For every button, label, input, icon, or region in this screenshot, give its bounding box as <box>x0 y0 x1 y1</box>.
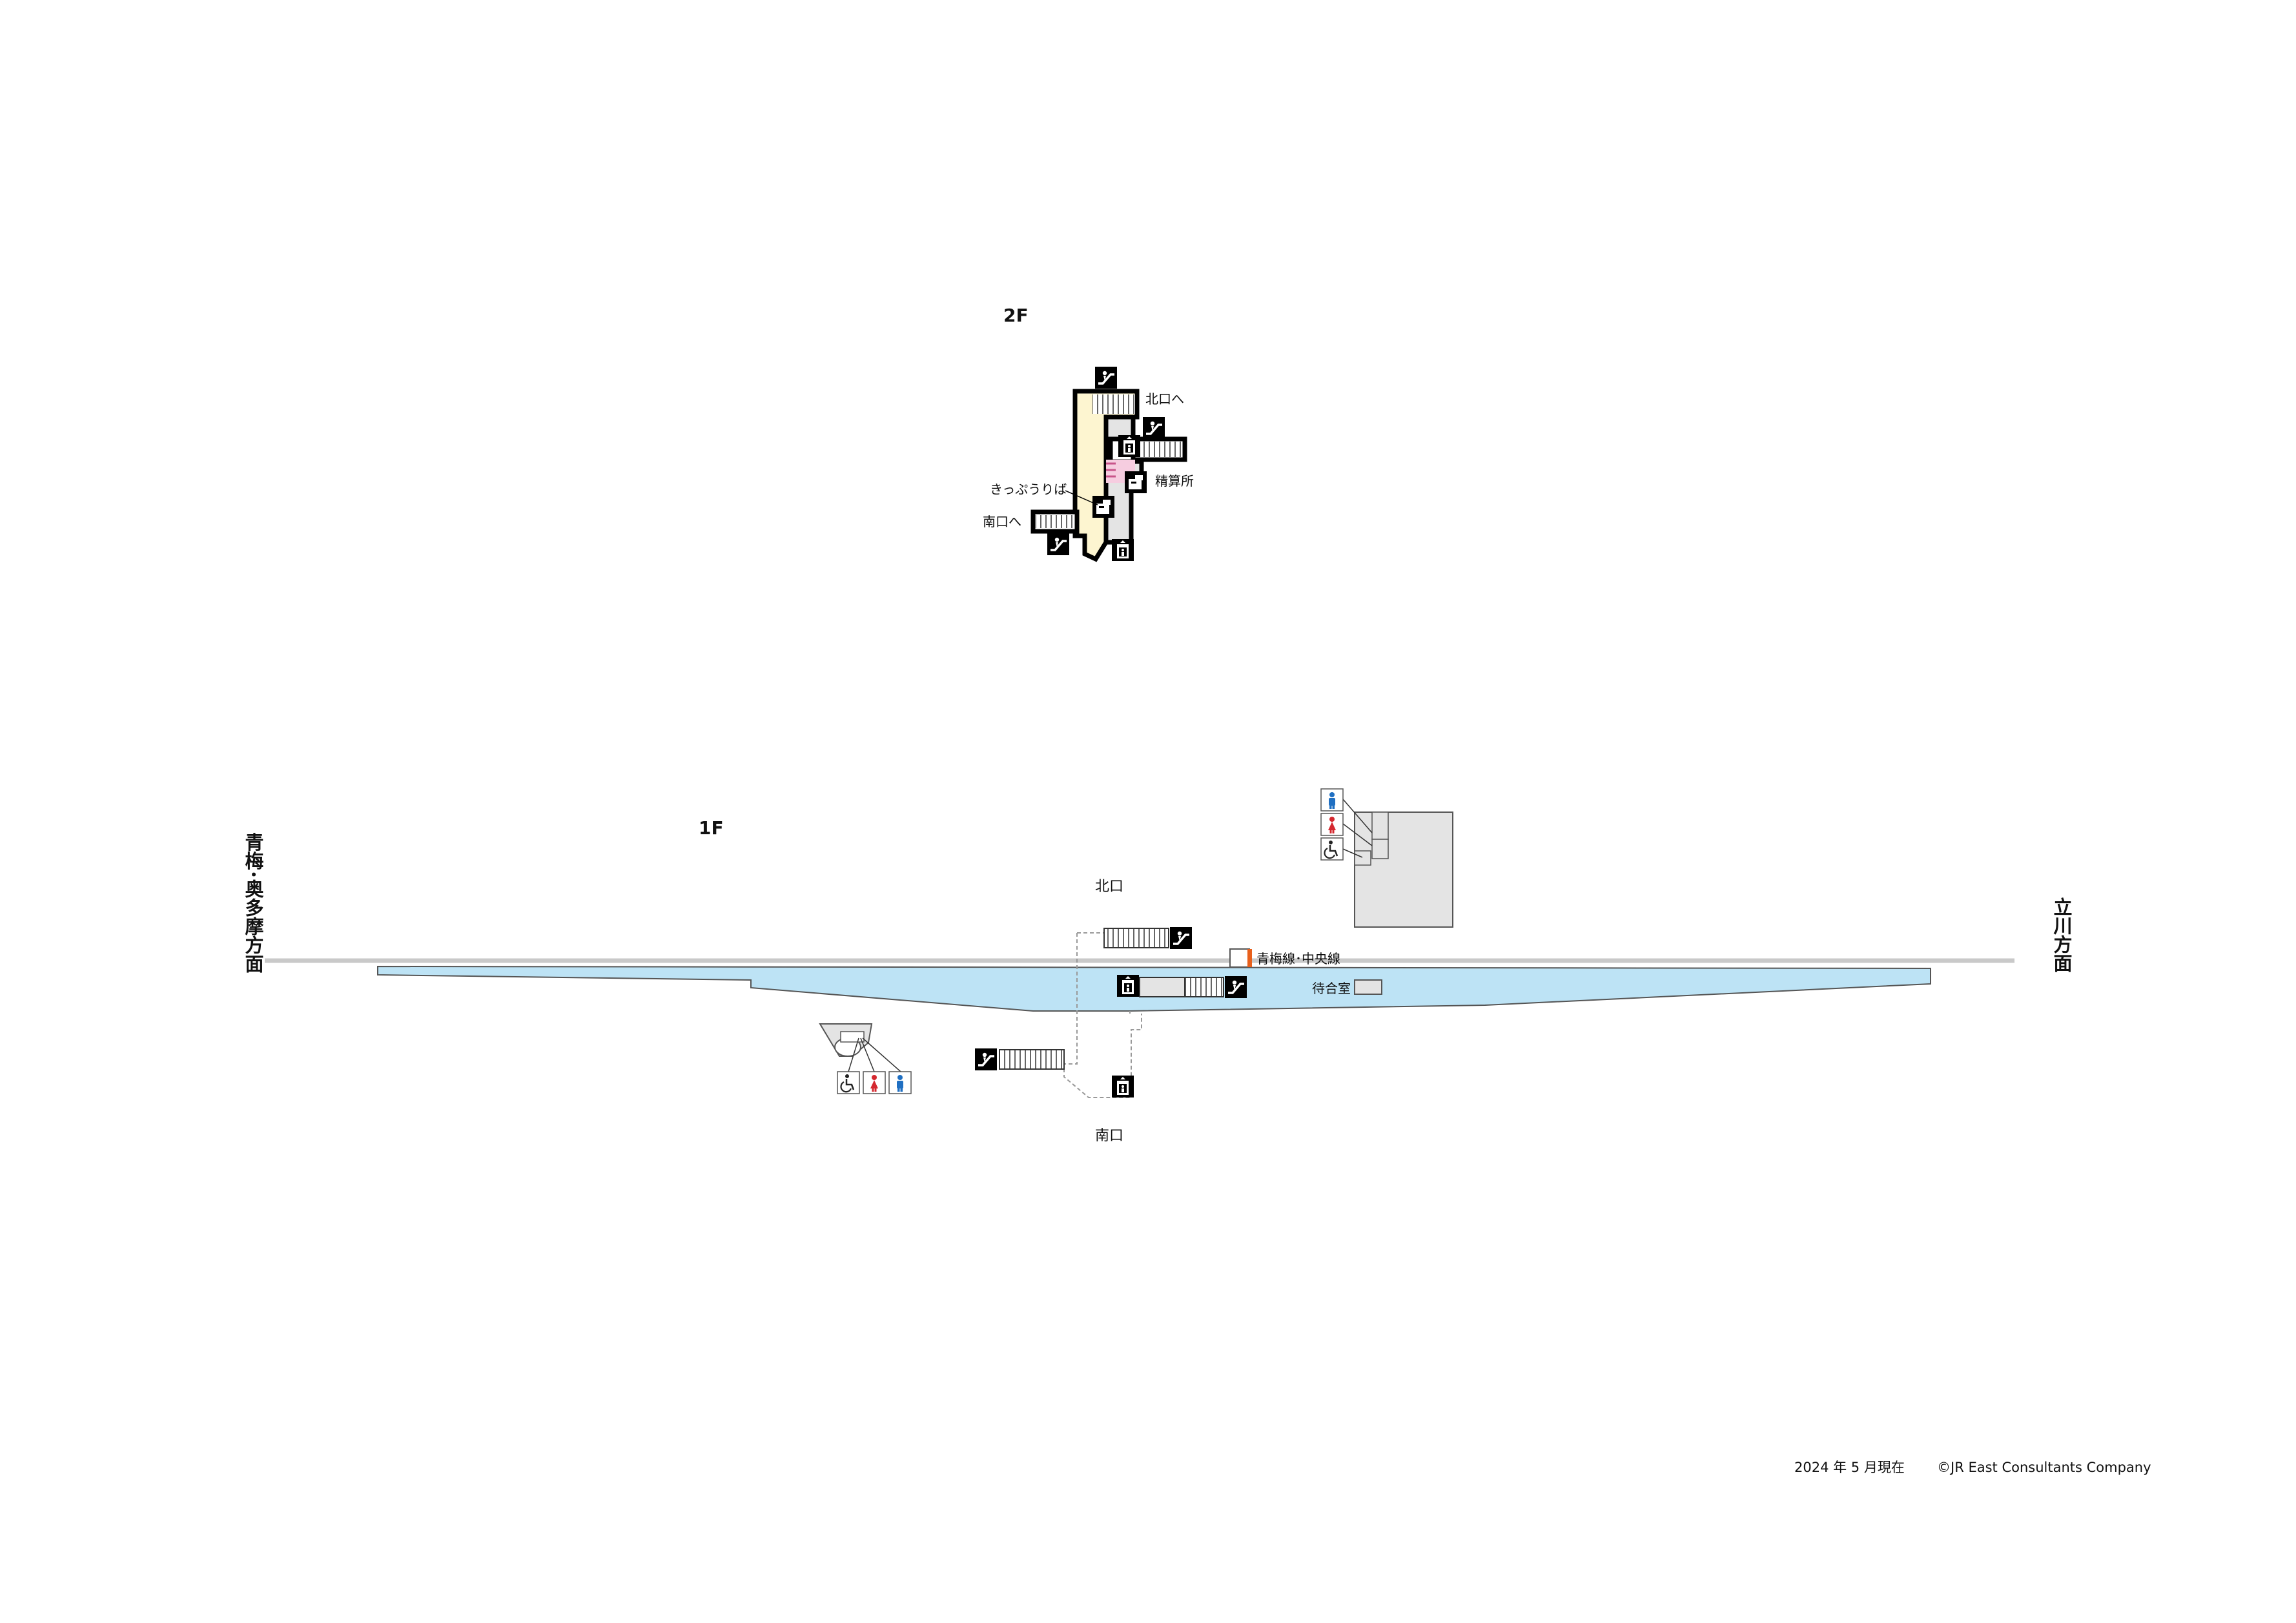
elevator-icon <box>1117 975 1139 997</box>
south-facility-building <box>819 1023 901 1072</box>
escalator-icon <box>1094 365 1118 390</box>
label-to-north: 北口へ <box>1145 391 1184 407</box>
stairs-to-south <box>1036 515 1074 528</box>
escalator-icon <box>1142 416 1166 440</box>
elevator-icon <box>1118 435 1140 457</box>
stairs-platform <box>1184 977 1224 997</box>
concourse-floor-plan <box>1030 389 1187 562</box>
stairs-east <box>1143 442 1182 457</box>
escalator-icon <box>1224 975 1248 999</box>
footer-copyright: ©JR East Consultants Company <box>1937 1460 2151 1475</box>
direction-east: 立川方面 <box>2051 897 2073 972</box>
label-fare-adjustment: 精算所 <box>1155 473 1194 489</box>
north-facility-building <box>1342 799 1453 928</box>
toilet-female-icon <box>1320 813 1344 836</box>
escalator-icon <box>1046 532 1071 556</box>
line-name: 青梅線･中央線 <box>1256 951 1340 966</box>
ticket-machine-icon <box>1092 496 1114 518</box>
label-north-exit: 北口 <box>1095 879 1123 895</box>
footer-date: 2024 年 5 月現在 <box>1794 1460 1905 1475</box>
ticket-machine-icon <box>1125 471 1147 493</box>
label-to-south: 南口へ <box>983 514 1021 529</box>
stairs-south-exit <box>999 1049 1065 1070</box>
label-south-exit: 南口 <box>1095 1128 1123 1144</box>
toilet-male-icon <box>888 1071 912 1094</box>
stairs-to-north <box>1092 394 1135 414</box>
stairs-north-exit <box>1103 928 1169 948</box>
elevator-icon <box>1112 1076 1134 1097</box>
label-ticket-office: きっぷうりば <box>990 482 1067 497</box>
accessible-toilet-icon <box>836 1070 861 1095</box>
waiting-room <box>1354 979 1382 995</box>
accessible-toilet-icon <box>1320 837 1344 861</box>
floor-label-1f: 1F <box>699 817 724 839</box>
direction-west: 青梅･奥多摩方面 <box>242 832 264 973</box>
label-waiting-room: 待合室 <box>1312 981 1351 996</box>
toilet-male-icon <box>1320 788 1344 812</box>
elevator-icon <box>1112 539 1134 561</box>
line-color-bar <box>1247 949 1252 967</box>
toilet-female-icon <box>863 1071 886 1094</box>
escalator-icon <box>1169 926 1193 950</box>
underpass-outline <box>1063 932 1142 1098</box>
escalator-icon <box>974 1047 998 1072</box>
floor-label-2f: 2F <box>1003 305 1029 326</box>
